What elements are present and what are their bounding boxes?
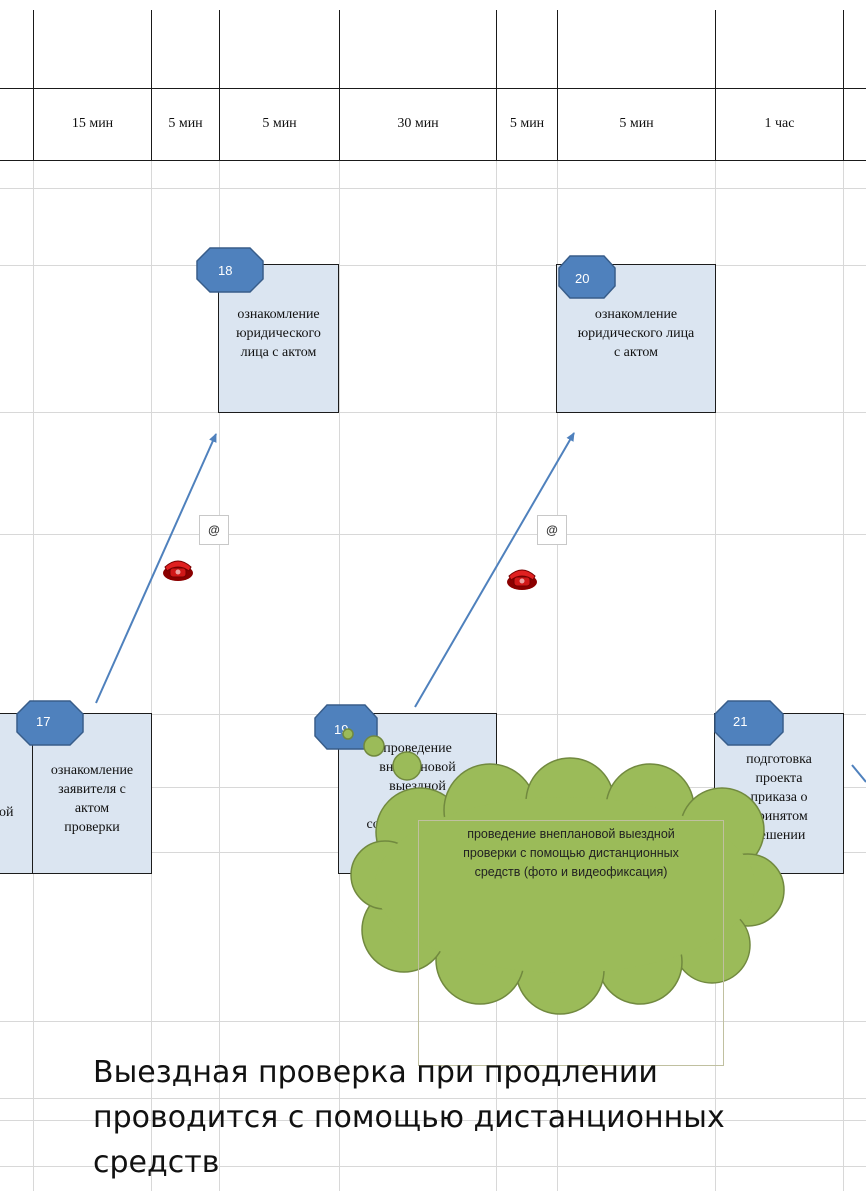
header-border bbox=[843, 10, 844, 161]
gridline bbox=[339, 160, 340, 1191]
red-phone-icon bbox=[507, 569, 537, 590]
gridline bbox=[0, 265, 866, 266]
gridline bbox=[557, 160, 558, 1191]
gridline bbox=[0, 1098, 866, 1099]
header-border bbox=[219, 10, 220, 161]
gridline bbox=[496, 160, 497, 1191]
header-border bbox=[557, 10, 558, 161]
step-20-badge-icon: 20 bbox=[558, 255, 616, 299]
callout-text: проведение внеплановой выездной проверки… bbox=[418, 820, 724, 1066]
partial-step-text: ой bbox=[0, 805, 14, 820]
email-at-icon: @ bbox=[537, 515, 567, 545]
header-border bbox=[496, 10, 497, 161]
header-border bbox=[0, 88, 866, 89]
gridline bbox=[0, 1021, 866, 1022]
header-border bbox=[0, 160, 866, 161]
gridline bbox=[151, 160, 152, 1191]
duration-cell: 5 мин bbox=[509, 116, 545, 131]
step-21-number: 21 bbox=[733, 714, 747, 729]
step-20-number: 20 bbox=[575, 271, 589, 286]
duration-cell: 1 час bbox=[764, 116, 795, 131]
caption-text: Выездная проверка при продлении проводит… bbox=[93, 1055, 725, 1180]
red-phone-icon bbox=[163, 560, 193, 581]
arrow-19-to-20 bbox=[414, 432, 575, 708]
duration-cell: 30 мин bbox=[397, 116, 439, 131]
arrow-17-to-18 bbox=[95, 433, 217, 704]
header-border bbox=[151, 10, 152, 161]
duration-cell: 5 мин bbox=[262, 116, 297, 131]
gridline bbox=[0, 534, 866, 535]
gridline bbox=[0, 1120, 866, 1121]
gridline bbox=[0, 188, 866, 189]
header-border bbox=[33, 10, 34, 161]
step-21-text: подготовка проекта приказа о принятом ре… bbox=[746, 752, 812, 843]
header-border bbox=[715, 10, 716, 161]
gridline bbox=[715, 160, 716, 1191]
step-box-18: ознакомление юридического лица с актом bbox=[218, 264, 339, 413]
step-18-text: ознакомление юридического лица с актом bbox=[236, 307, 321, 360]
gridline bbox=[0, 1166, 866, 1167]
step-20-text: ознакомление юридического лица с актом bbox=[577, 307, 695, 360]
gridline bbox=[843, 160, 844, 1191]
duration-cell: 5 мин bbox=[619, 116, 654, 131]
step-18-number: 18 bbox=[218, 263, 232, 278]
step-17-text: ознакомление заявителя с актом проверки bbox=[50, 762, 134, 835]
gridline bbox=[0, 412, 866, 413]
gridline bbox=[219, 160, 220, 1191]
gridline bbox=[33, 160, 34, 1191]
header-border bbox=[339, 10, 340, 161]
step-17-number: 17 bbox=[36, 714, 50, 729]
arrow-from-21 bbox=[851, 764, 866, 783]
duration-cell: 15 мин bbox=[71, 116, 114, 131]
step-21-badge-icon: 21 bbox=[714, 700, 784, 746]
step-17-badge-icon: 17 bbox=[16, 700, 84, 746]
duration-cell: 5 мин bbox=[168, 116, 203, 131]
step-18-badge-icon: 18 bbox=[196, 247, 264, 293]
email-at-icon: @ bbox=[199, 515, 229, 545]
